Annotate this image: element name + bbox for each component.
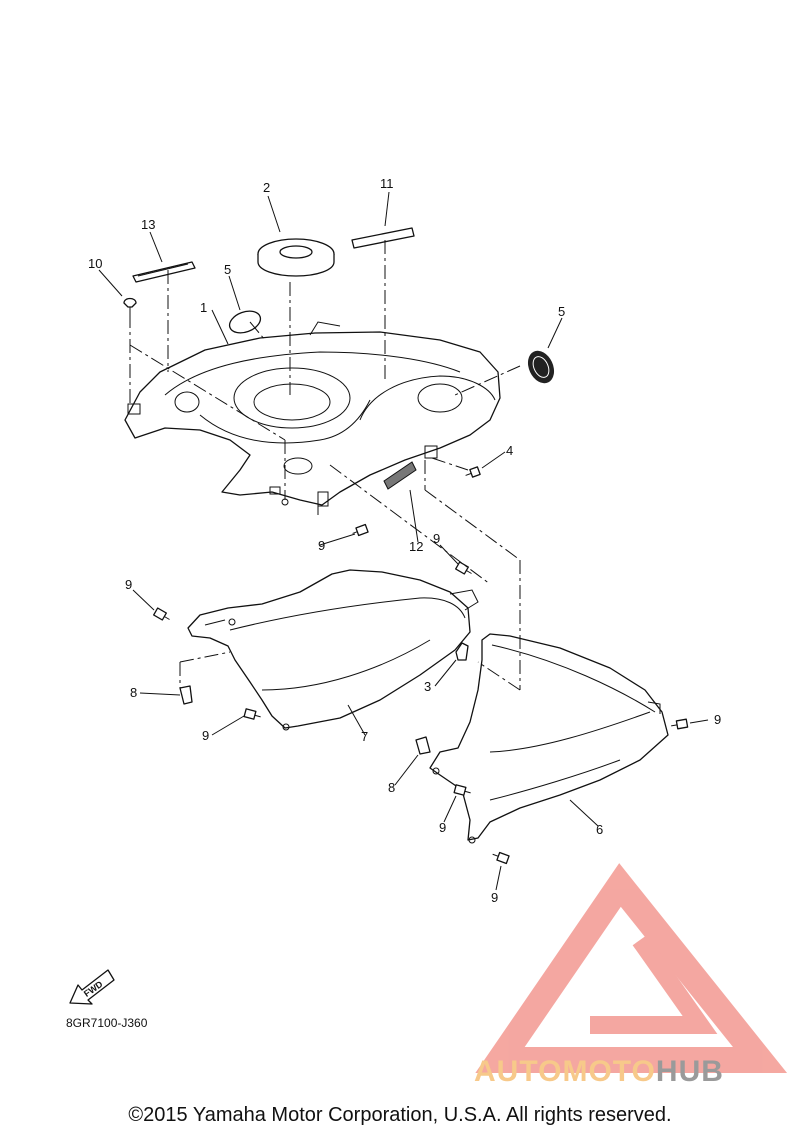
callout-1: 1 <box>200 300 207 315</box>
bolt-icon-group <box>153 466 689 865</box>
callout-5a: 5 <box>224 262 231 277</box>
bolt-icon <box>352 523 369 537</box>
fwd-arrow-icon: FWD <box>69 969 115 1005</box>
assembly-lines <box>129 240 521 691</box>
callout-11: 11 <box>380 176 394 191</box>
callout-4: 4 <box>506 443 513 458</box>
callout-9d: 9 <box>202 728 209 743</box>
callout-9f: 9 <box>439 820 446 835</box>
callout-9e: 9 <box>714 712 721 727</box>
callout-12: 12 <box>409 539 423 554</box>
logo-mark <box>475 863 788 1073</box>
bolt-icon <box>153 607 170 621</box>
logo-word-hub: HUB <box>655 1055 724 1088</box>
clip-10 <box>123 297 137 314</box>
callout-6: 6 <box>596 822 603 837</box>
callout-13: 13 <box>141 217 155 232</box>
callout-labels: 1 2 3 4 5 5 6 7 8 8 9 9 9 9 9 9 9 10 11 … <box>88 176 721 905</box>
callout-7: 7 <box>361 729 368 744</box>
callout-8a: 8 <box>130 685 137 700</box>
leader-lines <box>98 191 709 891</box>
callout-9a: 9 <box>318 538 325 553</box>
clip-nut-8b <box>415 736 431 755</box>
bolt-icon <box>671 718 689 730</box>
label-strip-11 <box>351 227 415 249</box>
bolt-icon <box>243 708 261 720</box>
emblem-dark <box>527 350 555 384</box>
label-strip-13 <box>132 261 196 283</box>
side-cover-left <box>187 569 479 731</box>
logo-wordmark: AUTOMOTOHUB <box>474 1055 724 1089</box>
callout-9c: 9 <box>125 577 132 592</box>
bracket-3 <box>455 642 469 661</box>
emblem-plain <box>228 310 262 334</box>
side-cover-right <box>429 633 669 844</box>
callout-9g: 9 <box>491 890 498 905</box>
screw-icon <box>465 466 481 478</box>
clip-nut-8a <box>179 685 193 705</box>
callout-5b: 5 <box>558 304 565 319</box>
logo-word-moto: MOTO <box>562 1055 656 1088</box>
callout-2: 2 <box>263 180 270 195</box>
drawing-code: 8GR7100-J360 <box>66 1016 148 1030</box>
ring-grommet <box>257 238 335 277</box>
bolt-icon <box>453 784 471 796</box>
callout-8b: 8 <box>388 780 395 795</box>
callout-3: 3 <box>424 679 431 694</box>
damper-strip-12 <box>383 461 417 490</box>
callout-10: 10 <box>88 256 102 271</box>
logo-word-auto: AUTO <box>474 1055 563 1088</box>
bolt-icon <box>492 851 510 865</box>
copyright-notice: ©2015 Yamaha Motor Corporation, U.S.A. A… <box>128 1104 672 1126</box>
callout-9b: 9 <box>433 531 440 546</box>
bolt-icon <box>455 561 472 575</box>
tank-cover <box>124 321 501 507</box>
